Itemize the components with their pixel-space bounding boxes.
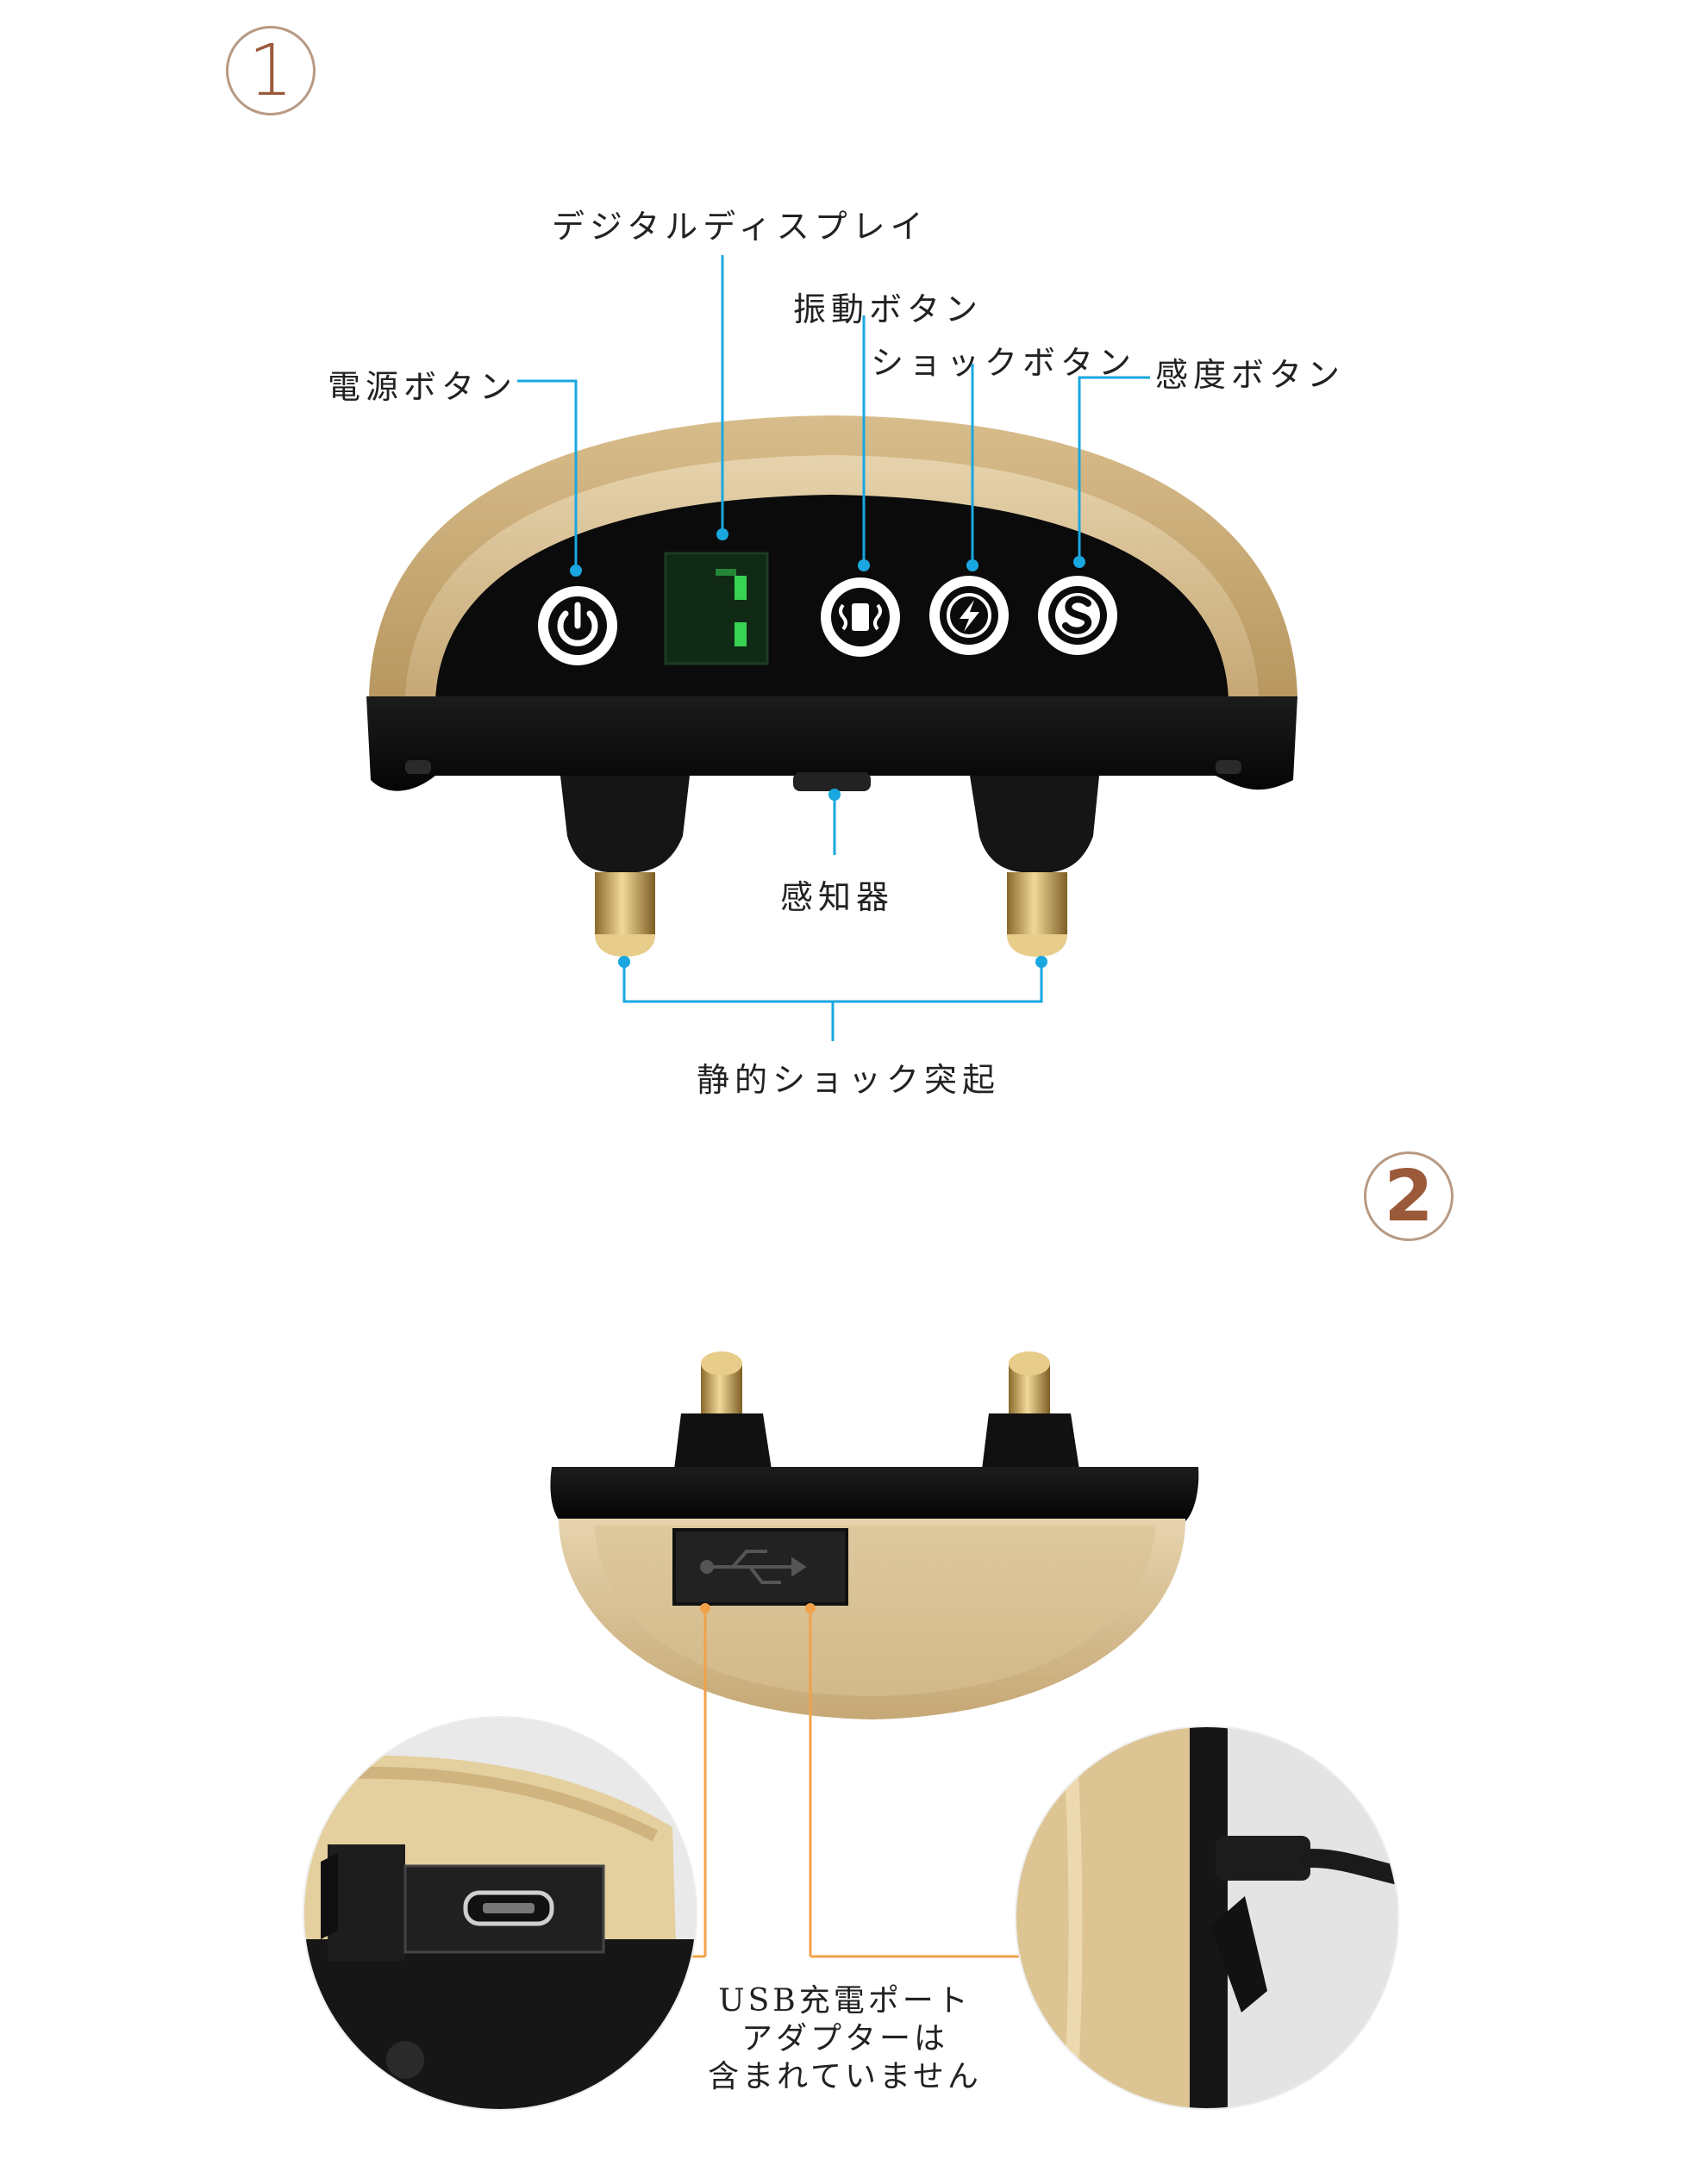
section-number-2: 2 <box>1364 1151 1454 1241</box>
usb-icon <box>700 1550 807 1584</box>
digital-display <box>664 552 769 665</box>
sensor-label: 感知器 <box>780 878 895 916</box>
callout-dots-blue <box>570 528 1085 968</box>
vibration-button[interactable] <box>821 577 900 657</box>
zoom-usb-port <box>303 1717 697 2110</box>
zoom-usb-cable <box>1016 1726 1398 2109</box>
sensitivity-button-label: 感度ボタン <box>1155 356 1346 394</box>
usb-caption-line2: アダプターは <box>741 2021 948 2056</box>
vibration-icon <box>839 603 882 631</box>
callout-lines-blue <box>517 255 1150 1041</box>
usb-port-caption: USB充電ポート アダプターは 含まれていません <box>655 1982 1035 2096</box>
collar-receiver-back <box>550 1351 1199 1719</box>
shock-button-label: ショックボタン <box>871 344 1137 382</box>
vibration-button-label: 振動ボタン <box>793 290 984 328</box>
power-icon <box>557 602 598 646</box>
power-button-label: 電源ボタン <box>328 368 518 406</box>
callout-dots-orange <box>700 1603 816 1613</box>
shock-button[interactable] <box>929 576 1009 655</box>
lightning-icon <box>947 593 991 638</box>
display-label: デジタルディスプレイ <box>552 208 928 246</box>
sensitivity-button[interactable] <box>1038 576 1117 655</box>
collar-receiver-front <box>366 415 1297 957</box>
power-button[interactable] <box>538 586 617 665</box>
contacts-label: 静的ショック突起 <box>697 1061 1001 1099</box>
section-number-1: 1 <box>226 26 316 115</box>
usb-caption-line1: USB充電ポート <box>718 1983 972 2019</box>
usb-caption-line3: 含まれていません <box>708 2059 982 2094</box>
s-sensitivity-icon <box>1055 593 1100 638</box>
